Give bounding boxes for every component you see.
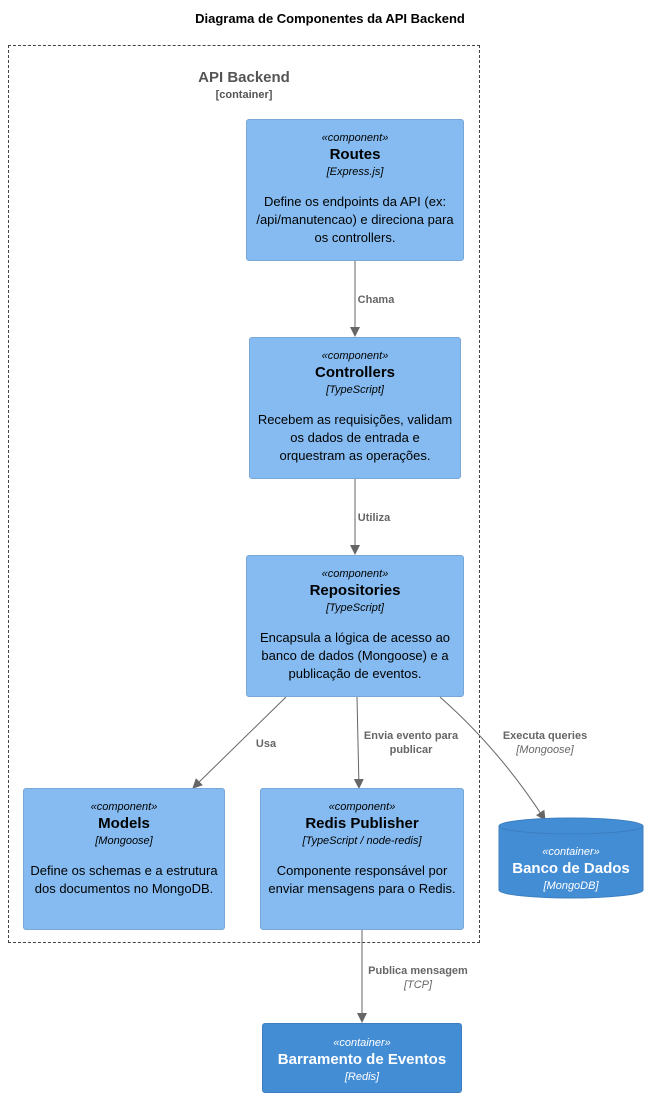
controllers-tech: [TypeScript] [326, 384, 384, 396]
component-repositories[interactable]: «component» Repositories [TypeScript] En… [246, 555, 464, 697]
event-bus-name: Barramento de Eventos [277, 1051, 447, 1068]
label-envia-evento-text: Envia evento para publicar [363, 730, 459, 756]
label-executa-queries: Executa queries [Mongoose] [490, 729, 600, 757]
routes-name: Routes [329, 146, 381, 163]
label-usa-text: Usa [255, 738, 277, 750]
models-tech: [Mongoose] [95, 835, 153, 847]
container-event-bus[interactable]: «container» Barramento de Eventos [Redis… [262, 1023, 462, 1093]
label-executa-queries-text: Executa queries [502, 730, 588, 742]
component-redis-publisher[interactable]: «component» Redis Publisher [TypeScript … [260, 788, 464, 930]
redis-publisher-tech: [TypeScript / node-redis] [302, 835, 422, 847]
label-envia-evento: Envia evento para publicar [355, 729, 467, 757]
label-utiliza-text: Utiliza [357, 512, 391, 524]
redis-publisher-description: Componente responsável por enviar mensag… [268, 863, 456, 896]
database-tech: [MongoDB] [543, 880, 599, 892]
label-usa: Usa [246, 737, 286, 751]
routes-stereotype: «component» [321, 132, 389, 144]
label-publica-mensagem-tech: [TCP] [403, 979, 433, 991]
redis-publisher-stereotype: «component» [328, 801, 396, 813]
edge-repositories-publisher [353, 696, 364, 789]
label-utiliza: Utiliza [344, 511, 404, 525]
component-controllers[interactable]: «component» Controllers [TypeScript] Rec… [249, 337, 461, 479]
repositories-tech: [TypeScript] [326, 602, 384, 614]
label-publica-mensagem-text: Publica mensagem [368, 965, 468, 977]
api-backend-boundary [8, 45, 480, 943]
routes-tech: [Express.js] [326, 166, 384, 178]
models-stereotype: «component» [90, 801, 158, 813]
models-description: Define os schemas e a estrutura dos docu… [30, 863, 218, 896]
event-bus-tech: [Redis] [344, 1071, 380, 1083]
redis-publisher-name: Redis Publisher [305, 815, 419, 832]
component-models[interactable]: «component» Models [Mongoose] Define os … [23, 788, 225, 930]
repositories-name: Repositories [309, 582, 401, 599]
label-publica-mensagem: Publica mensagem [TCP] [358, 964, 478, 992]
controllers-stereotype: «component» [321, 350, 389, 362]
controllers-description: Recebem as requisições, validam os dados… [257, 412, 453, 463]
edge-repositories-database [439, 696, 546, 821]
label-executa-queries-tech: [Mongoose] [516, 744, 574, 756]
database-cylinder [498, 817, 644, 899]
container-database[interactable]: «container» Banco de Dados [MongoDB] [499, 845, 643, 893]
label-chama: Chama [346, 293, 406, 307]
boundary-name: API Backend [198, 69, 290, 86]
edge-repositories-models [192, 696, 287, 789]
controllers-name: Controllers [314, 364, 395, 381]
repositories-stereotype: «component» [321, 568, 389, 580]
event-bus-stereotype: «container» [333, 1037, 391, 1049]
boundary-type: [container] [215, 89, 273, 101]
label-chama-text: Chama [357, 294, 395, 306]
diagram-title: Diagrama de Componentes da API Backend [195, 11, 465, 26]
repositories-description: Encapsula a lógica de acesso ao banco de… [259, 630, 451, 681]
database-name: Banco de Dados [512, 860, 630, 877]
models-name: Models [98, 815, 150, 832]
component-routes[interactable]: «component» Routes [Express.js] Define o… [246, 119, 464, 261]
routes-description: Define os endpoints da API (ex: /api/man… [256, 194, 454, 245]
database-stereotype: «container» [542, 846, 600, 858]
